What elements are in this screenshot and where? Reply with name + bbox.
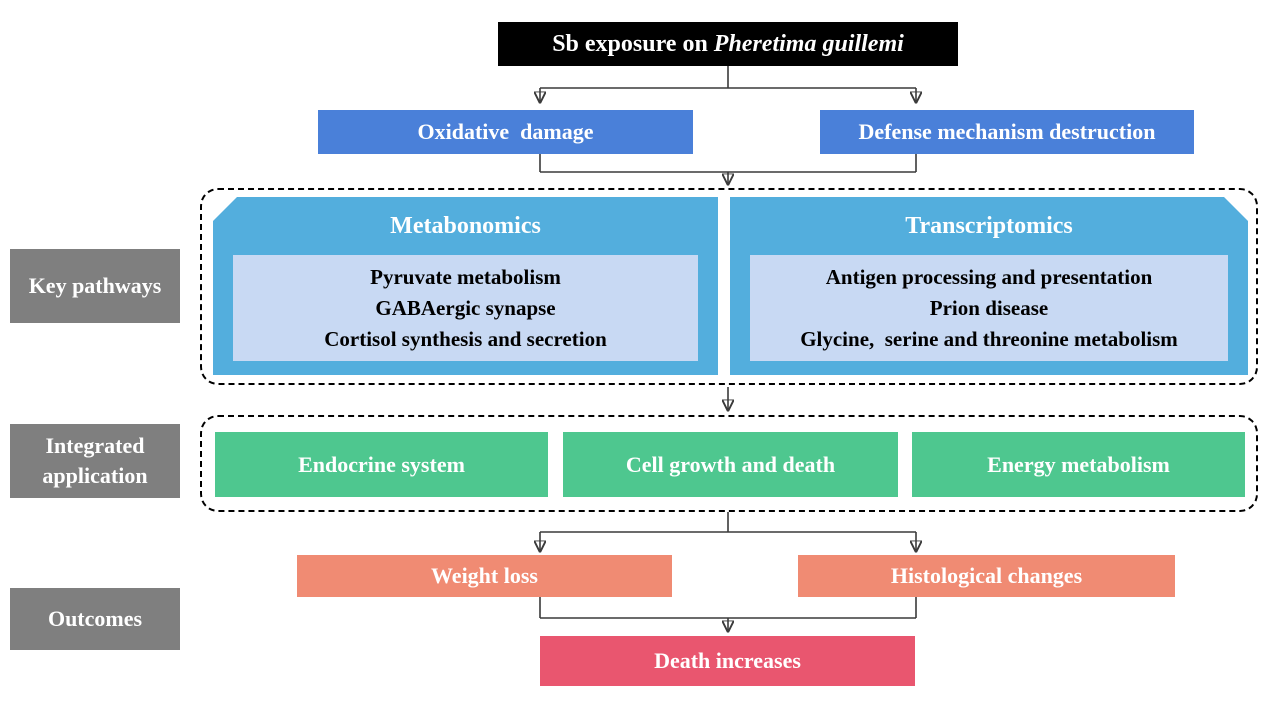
effect-box-oxidative-damage: Oxidative damage	[318, 110, 693, 154]
pathway-item: Cortisol synthesis and secretion	[324, 326, 607, 351]
pathway-item: GABAergic synapse	[375, 295, 556, 320]
pathway-item: Pyruvate metabolism	[370, 264, 561, 289]
side-label-integrated-application: Integrated application	[10, 424, 180, 498]
side-label-key-pathways: Key pathways	[10, 249, 180, 323]
transcriptomics-pathway-list: Antigen processing and presentation Prio…	[750, 255, 1228, 361]
title-prefix: Sb exposure on	[552, 30, 714, 57]
integrated-box-endocrine-system: Endocrine system	[215, 432, 548, 497]
key-pathways-container	[200, 188, 1258, 385]
transcriptomics-panel: Transcriptomics Antigen processing and p…	[730, 197, 1248, 375]
metabonomics-title: Metabonomics	[390, 212, 541, 239]
outcome-box-weight-loss: Weight loss	[297, 555, 672, 597]
transcriptomics-title: Transcriptomics	[905, 212, 1073, 239]
integrated-box-cell-growth-death: Cell growth and death	[563, 432, 898, 497]
title-text: Sb exposure on Pheretima guillemi	[552, 31, 904, 58]
integrated-box-energy-metabolism: Energy metabolism	[912, 432, 1245, 497]
final-outcome-box-death-increases: Death increases	[540, 636, 915, 686]
pathway-item: Glycine, serine and threonine metabolism	[800, 326, 1178, 351]
pathway-item: Antigen processing and presentation	[825, 264, 1153, 289]
integrated-application-container	[200, 415, 1258, 512]
side-label-outcomes: Outcomes	[10, 588, 180, 650]
title-box: Sb exposure on Pheretima guillemi	[498, 22, 958, 66]
metabonomics-panel: Metabonomics Pyruvate metabolism GABAerg…	[213, 197, 718, 375]
metabonomics-pathway-list: Pyruvate metabolism GABAergic synapse Co…	[233, 255, 698, 361]
species-name: Pheretima guillemi	[713, 30, 904, 57]
pathway-item: Prion disease	[929, 295, 1049, 320]
effect-box-defense-mechanism: Defense mechanism destruction	[820, 110, 1194, 154]
outcome-box-histological-changes: Histological changes	[798, 555, 1175, 597]
